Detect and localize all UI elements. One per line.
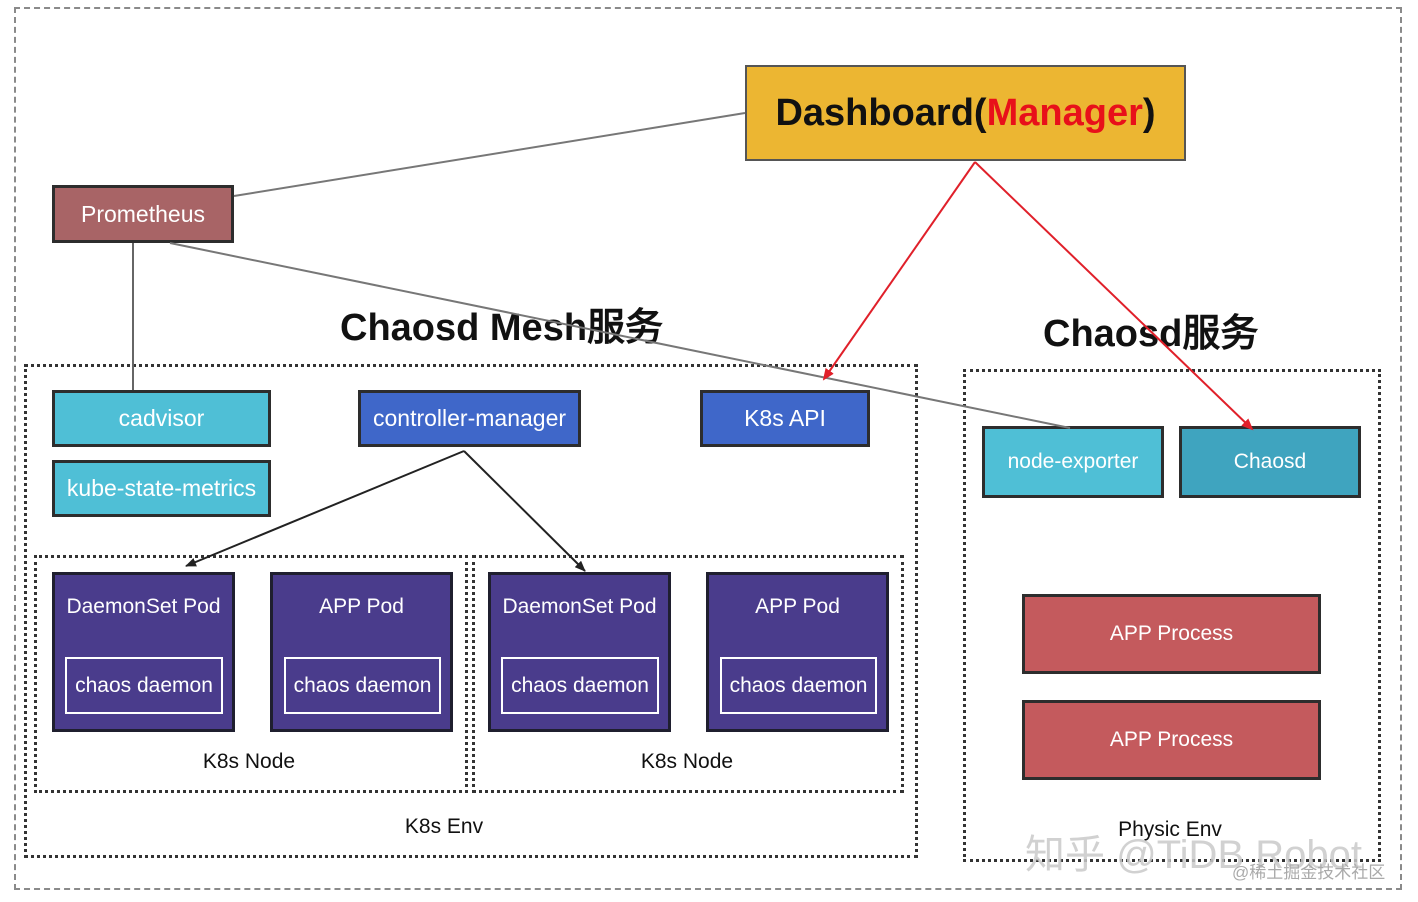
daemonset-pod-label: DaemonSet Pod	[66, 595, 221, 618]
chaos-daemon-box: chaos daemon	[65, 657, 223, 714]
watermark-main: 知乎 @TiDB Robot	[1025, 833, 1362, 877]
k8s-env-caption: K8s Env	[404, 815, 484, 838]
k8s-node-caption-1: K8s Node	[202, 750, 296, 773]
physic-env-caption: Physic Env	[1118, 818, 1222, 841]
app-process-box-1: APP Process	[1022, 594, 1321, 674]
chaosd-box: Chaosd	[1179, 426, 1361, 498]
app-process-box-2: APP Process	[1022, 700, 1321, 780]
k8s-node-container-2	[472, 555, 904, 793]
dashboard-label: Dashboard(	[775, 91, 987, 134]
prometheus-box: Prometheus	[52, 185, 234, 243]
watermark-sub: @稀土掘金技术社区	[1232, 863, 1386, 882]
app-pod-2: APP Pod chaos daemon	[706, 572, 889, 732]
prometheus-node-exporter-line	[169, 242, 1071, 429]
controller-node2-arrow	[463, 450, 586, 572]
kube-state-metrics-box: kube-state-metrics	[52, 460, 271, 517]
controller-manager-box: controller-manager	[358, 390, 581, 447]
k8s-api-box: K8s API	[700, 390, 870, 447]
dashboard-chaosd-arrow	[974, 161, 1254, 431]
k8s-node-caption-2: K8s Node	[640, 750, 734, 773]
physic-env-container	[963, 369, 1381, 862]
dashboard-highlight: Manager	[986, 91, 1143, 134]
chaos-daemon-box: chaos daemon	[720, 657, 877, 714]
k8s-node-container-1	[34, 555, 468, 793]
chaosd-service-title: Chaosd服务	[1043, 313, 1259, 355]
dashboard-suffix: )	[1142, 91, 1156, 134]
app-pod-label: APP Pod	[319, 595, 404, 618]
prometheus-dashboard-line	[233, 112, 746, 197]
chaos-daemon-box: chaos daemon	[501, 657, 659, 714]
app-pod-1: APP Pod chaos daemon	[270, 572, 453, 732]
dashboard-k8s-api-arrow	[822, 161, 976, 381]
app-pod-label: APP Pod	[755, 595, 840, 618]
cadvisor-box: cadvisor	[52, 390, 271, 447]
daemonset-pod-2: DaemonSet Pod chaos daemon	[488, 572, 671, 732]
chaos-daemon-box: chaos daemon	[284, 657, 441, 714]
chaos-mesh-title: Chaosd Mesh服务	[340, 307, 664, 349]
daemonset-pod-1: DaemonSet Pod chaos daemon	[52, 572, 235, 732]
k8s-env-container	[24, 364, 918, 858]
node-exporter-box: node-exporter	[982, 426, 1164, 498]
controller-node1-arrow	[185, 450, 465, 567]
dashboard-manager-box: Dashboard(Manager)	[745, 65, 1186, 161]
daemonset-pod-label: DaemonSet Pod	[502, 595, 657, 618]
outer-border	[14, 7, 1402, 890]
